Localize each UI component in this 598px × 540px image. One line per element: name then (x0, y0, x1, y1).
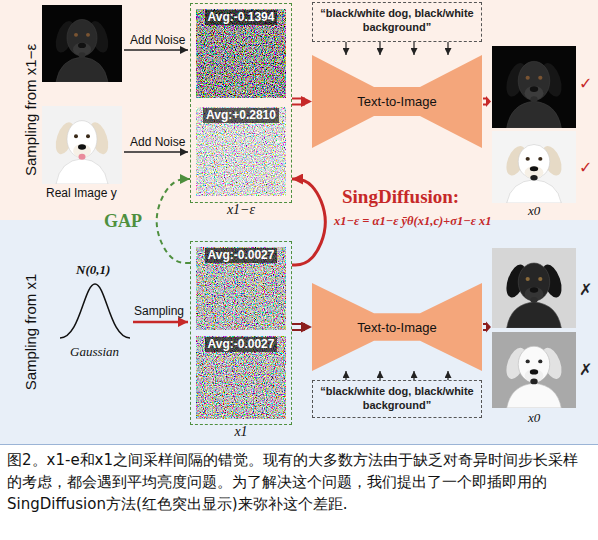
prompt-text: “black/white dog, black/white background… (313, 381, 481, 415)
distribution-label: N(0,1) (76, 262, 110, 278)
model-label: Text-to-Image (357, 320, 436, 335)
avg-value: Avg:+0.2810 (203, 108, 279, 123)
cross-mark: ✗ (579, 360, 592, 379)
noise-texture (196, 336, 286, 419)
model-shape (312, 55, 482, 148)
formula: x1−ε = α1−ε ȳθ(x1,c)+σ1−ε x1 (334, 214, 492, 229)
sampling-arrow (133, 322, 188, 323)
output-arrow (483, 98, 486, 100)
connector-line (413, 371, 414, 380)
prompt-box: “black/white dog, black/white background… (312, 2, 482, 42)
distribution-label: Gaussian (70, 344, 119, 360)
connector-line (292, 98, 305, 100)
cross-mark: ✗ (579, 280, 592, 299)
check-mark: ✓ (579, 74, 592, 93)
real-image (42, 106, 122, 184)
noise-texture (196, 9, 286, 98)
model-label: Text-to-Image (357, 94, 436, 109)
output-arrow (483, 329, 486, 331)
connector-line (447, 371, 448, 380)
latent-label: x1 (191, 424, 291, 440)
text-to-image-model: Text-to-Image (312, 55, 482, 148)
check-mark: ✓ (579, 158, 592, 177)
generated-image (492, 332, 576, 408)
connector-line (292, 104, 305, 106)
avg-value: Avg:-0.1394 (205, 10, 278, 25)
real-image (42, 5, 122, 82)
connector-line (345, 42, 346, 55)
output-arrow (483, 323, 486, 325)
band-heading: Sampling from x1−ε (22, 44, 39, 176)
model-shape (312, 283, 482, 371)
prompt-text: “black/white dog, black/white background… (313, 3, 481, 37)
output-arrow (483, 104, 486, 106)
add-noise-arrow (124, 151, 188, 153)
connector-line (379, 371, 380, 380)
step-label: Add Noise (130, 33, 185, 47)
noise-texture (196, 247, 286, 330)
generated-image (492, 248, 576, 328)
figure-caption: 图2。x1-e和x1之间采样间隔的错觉。现有的大多数方法由于缺乏对奇异时间步长采… (0, 447, 598, 517)
step-label: Add Noise (130, 135, 185, 149)
connector-label: SingDiffusion: (342, 186, 459, 208)
prompt-box: “black/white dog, black/white background… (312, 380, 482, 418)
avg-value: Avg:-0.0027 (205, 337, 278, 352)
connector-line (345, 371, 346, 380)
sampling-arrow (133, 321, 188, 324)
image-caption: Real Image y (46, 186, 117, 200)
connector-line (447, 42, 448, 55)
generated-image (492, 131, 576, 203)
step-label: Sampling (134, 304, 184, 318)
connector-line (413, 42, 414, 55)
output-label: x0 (528, 203, 540, 219)
text-to-image-model: Text-to-Image (312, 283, 482, 371)
generated-image (492, 46, 576, 128)
connector-line (379, 42, 380, 55)
band-heading: Sampling from x1 (22, 274, 39, 391)
output-label: x0 (528, 410, 540, 426)
caption-divider (0, 444, 598, 445)
connector-line (292, 323, 305, 325)
add-noise-arrow (124, 49, 188, 51)
latent-label: x1−ε (191, 202, 291, 218)
caption-divider (0, 444, 598, 445)
connector-label: GAP (104, 211, 142, 232)
avg-value: Avg:-0.0027 (205, 248, 278, 263)
connector-line (292, 329, 305, 331)
noise-texture (196, 107, 286, 196)
